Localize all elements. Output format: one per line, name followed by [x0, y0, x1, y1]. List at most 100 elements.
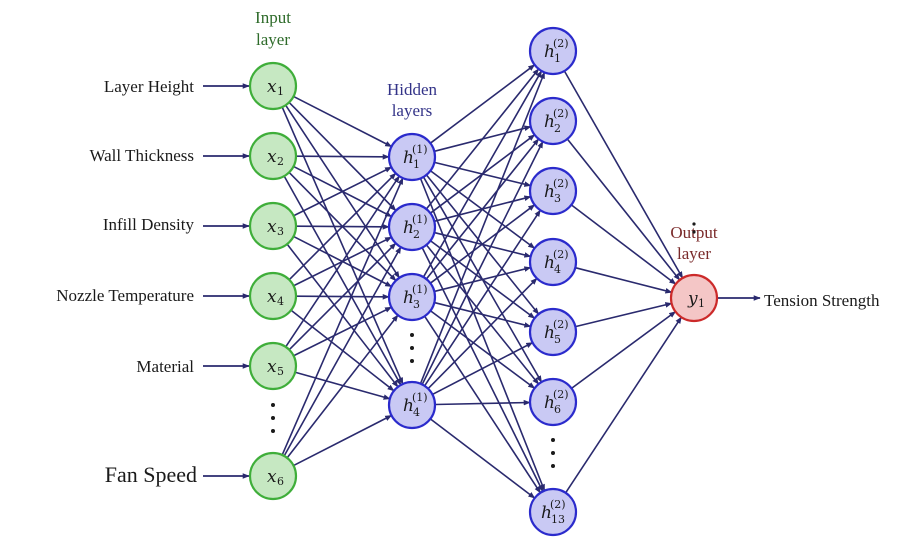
edge-hidden1-3-to-hidden2-1 — [422, 70, 543, 278]
node-input-4-subscript: 4 — [277, 295, 284, 308]
input-label-wall-thickness: Wall Thickness — [89, 146, 194, 165]
hidden2-ellipsis — [551, 438, 555, 468]
node-hidden1-2-subscript: 2 — [413, 228, 420, 241]
edge-hidden2-1-to-output-1 — [563, 70, 684, 279]
node-hidden2-4-circle — [528, 237, 578, 287]
edge-input-4-to-hidden1-1 — [288, 172, 397, 281]
node-input-5-label: x — [267, 357, 277, 377]
node-hidden2-3-subscript: 3 — [554, 192, 561, 205]
node-hidden2-3-label: h — [544, 182, 555, 202]
node-input-2-circle — [248, 131, 298, 181]
node-hidden1-1-superscript: (1) — [412, 143, 428, 156]
input-label-fan-speed: Fan Speed — [105, 462, 197, 487]
output-ellipsis — [692, 222, 696, 234]
node-hidden2-2-superscript: (2) — [553, 107, 569, 120]
input-label-nozzle-temperature: Nozzle Temperature — [56, 286, 194, 305]
node-input-5-circle — [248, 341, 298, 391]
edge-input-5-to-hidden1-1 — [285, 175, 400, 348]
node-hidden1-3-superscript: (1) — [412, 283, 428, 296]
edge-input-6-to-hidden1-2 — [283, 246, 402, 457]
input-label-material: Material — [136, 357, 194, 376]
node-input-4-circle — [248, 271, 298, 321]
output-layer-header-line2: layer — [677, 244, 711, 263]
node-hidden1-3-circle — [387, 272, 437, 322]
node-input-6-circle — [248, 451, 298, 501]
edge-hidden1-2-to-hidden2-1 — [425, 68, 540, 210]
edge-input-2-to-hidden1-4 — [283, 175, 402, 386]
hidden1-ellipsis — [410, 333, 414, 363]
edge-input-6-to-hidden1-1 — [281, 177, 404, 456]
node-hidden2-3-circle — [528, 166, 578, 216]
node-hidden2-2-circle — [528, 96, 578, 146]
node-output-1-label: y — [687, 289, 698, 309]
node-hidden2-7-superscript: (2) — [550, 498, 566, 511]
edge-input-5-to-hidden1-3 — [293, 306, 393, 357]
edge-hidden1-4-to-hidden2-4 — [427, 277, 538, 390]
edge-hidden2-2-to-output-1 — [566, 138, 681, 281]
node-input-1-circle — [248, 61, 298, 111]
node-hidden1-4-circle — [387, 380, 437, 430]
node-hidden2-1-subscript: 1 — [554, 52, 561, 65]
edge-input-6-to-hidden1-4 — [293, 414, 393, 467]
node-hidden1-1-label: h — [403, 148, 414, 168]
edge-hidden1-3-to-hidden2-2 — [425, 138, 540, 280]
node-input-6-label: x — [267, 467, 277, 487]
node-hidden2-7-subscript: 13 — [551, 513, 565, 526]
edge-hidden1-3-to-hidden2-7 — [423, 315, 542, 494]
node-hidden2-4-subscript: 4 — [554, 263, 561, 276]
node-hidden2-5-superscript: (2) — [553, 318, 569, 331]
edge-hidden2-6-to-output-1 — [571, 311, 677, 389]
node-hidden1-2-superscript: (1) — [412, 213, 428, 226]
node-input-3-label: x — [267, 217, 277, 237]
node-hidden2-6-subscript: 6 — [554, 403, 561, 416]
input-label-infill-density: Infill Density — [103, 215, 195, 234]
node-hidden2-5-label: h — [544, 323, 555, 343]
node-hidden2-6-superscript: (2) — [553, 388, 569, 401]
node-input-2-subscript: 2 — [277, 155, 284, 168]
edge-hidden2-7-to-output-1 — [564, 316, 683, 494]
edge-hidden1-1-to-hidden2-1 — [429, 64, 536, 144]
hidden-layers-header-line1: Hidden — [387, 80, 438, 99]
io-arrows — [203, 83, 761, 479]
edge-hidden1-3-to-hidden2-4 — [434, 266, 532, 293]
edge-input-1-to-hidden1-1 — [293, 95, 393, 148]
edge-hidden2-4-to-output-1 — [575, 266, 673, 294]
edge-input-1-to-hidden1-4 — [281, 106, 404, 385]
edge-hidden1-3-to-hidden2-6 — [429, 310, 536, 389]
node-input-2-label: x — [267, 147, 277, 167]
edge-hidden1-4-to-hidden2-1 — [419, 71, 546, 384]
node-hidden2-6-label: h — [544, 393, 555, 413]
node-hidden2-4-label: h — [544, 253, 555, 273]
node-hidden1-1-subscript: 1 — [413, 158, 420, 171]
node-hidden1-3-subscript: 3 — [413, 298, 420, 311]
node-hidden1-3-label: h — [403, 288, 414, 308]
node-hidden2-1-circle — [528, 26, 578, 76]
input-layer-header-line2: layer — [256, 30, 290, 49]
node-input-5-subscript: 5 — [277, 365, 284, 378]
node-hidden2-1-label: h — [544, 42, 555, 62]
node-hidden2-2-subscript: 2 — [554, 122, 561, 135]
node-hidden1-4-subscript: 4 — [413, 406, 420, 419]
connections — [281, 64, 684, 499]
node-hidden2-2-label: h — [544, 112, 555, 132]
input-label-layer-height: Layer Height — [104, 77, 194, 96]
node-input-6-subscript: 6 — [277, 475, 284, 488]
node-hidden1-2-circle — [387, 202, 437, 252]
node-hidden1-4-label: h — [403, 396, 414, 416]
edge-input-5-to-hidden1-2 — [288, 242, 397, 351]
node-hidden2-1-superscript: (2) — [553, 37, 569, 50]
node-input-1-label: x — [267, 77, 277, 97]
